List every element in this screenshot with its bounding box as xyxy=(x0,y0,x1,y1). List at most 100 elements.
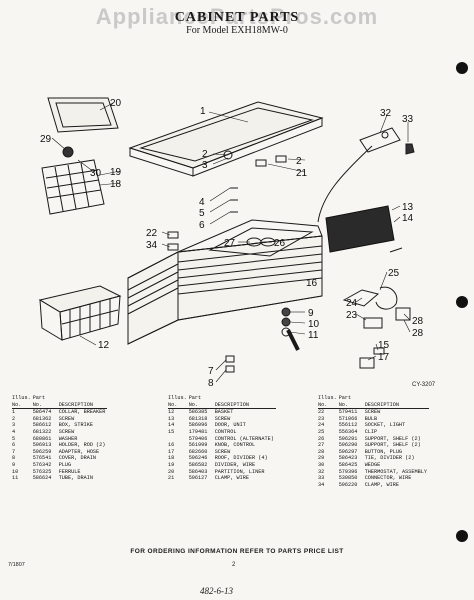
part-no-cell: 586474 xyxy=(32,409,52,416)
description-cell: BULB xyxy=(364,415,378,422)
description-cell: ADAPTER, HOSE xyxy=(58,448,100,455)
illus-no-cell: 6 xyxy=(12,442,16,449)
description-cell: KNOB, CONTROL xyxy=(214,442,256,449)
callout-30: 30 xyxy=(90,168,102,179)
illus-no-cell: 11 xyxy=(12,475,19,482)
part-no-cell: 571066 xyxy=(338,415,358,422)
col-description: DESCRIPTION xyxy=(364,395,429,410)
illus-no-cell: 34 xyxy=(318,481,325,488)
description-cell: SUPPORT, SHELF (2) xyxy=(364,435,421,442)
illus-no-cell: 5 xyxy=(12,435,16,442)
description-cell: HOLDER, ROD (2) xyxy=(58,442,106,449)
figure-reference: CY-3207 xyxy=(412,382,436,388)
parts-row: 20 586403 PARTITION, LINER xyxy=(168,469,276,476)
lid-part xyxy=(128,101,324,177)
illus-no-cell: 21 xyxy=(168,475,175,482)
callout-14: 14 xyxy=(402,213,414,224)
illus-no-cell: 1 xyxy=(12,409,16,416)
illus-no-cell: 29 xyxy=(318,455,325,462)
callout-18: 18 xyxy=(110,179,122,190)
callout-27: 27 xyxy=(224,238,236,249)
callout-24: 24 xyxy=(346,298,358,309)
col-illus-no: Illus. No. xyxy=(168,395,189,410)
illus-no-cell: 26 xyxy=(318,435,325,442)
part-no-cell: 530850 xyxy=(338,475,358,482)
illus-no-cell: 10 xyxy=(12,468,19,475)
illus-no-cell: 30 xyxy=(318,461,325,468)
callout-26: 26 xyxy=(274,238,286,249)
illus-no-cell: 17 xyxy=(168,448,175,455)
callout-16: 16 xyxy=(306,278,318,289)
handwritten-note: 482-6-13 xyxy=(200,586,233,596)
callout-34: 34 xyxy=(146,240,158,251)
description-cell: WEDGE xyxy=(364,461,381,468)
description-cell: CLIP xyxy=(364,428,378,435)
thermostat-assembly-part xyxy=(359,127,401,153)
description-cell: SCREW xyxy=(58,428,75,435)
part-no-cell: 586423 xyxy=(338,455,358,462)
col-part-no: Part No. xyxy=(188,395,215,410)
illus-no-cell: 16 xyxy=(168,442,175,449)
illus-no-cell: 13 xyxy=(168,415,175,422)
ordering-note: FOR ORDERING INFORMATION REFER TO PARTS … xyxy=(130,548,344,555)
unit-door-part xyxy=(325,205,395,253)
illus-no-cell: 28 xyxy=(318,448,325,455)
illus-no-cell: 8 xyxy=(12,455,16,462)
illus-no-cell: 23 xyxy=(318,415,325,422)
description-cell: CLAMP, WIRE xyxy=(364,481,399,488)
description-cell: COVER, DRAIN xyxy=(58,455,97,462)
part-no-cell: 586403 xyxy=(188,468,208,475)
description-cell: CONTROL (ALTERNATE) xyxy=(214,435,274,442)
description-cell: BASKET xyxy=(214,409,234,416)
part-no-cell: 596290 xyxy=(338,442,358,449)
illus-no-cell: 20 xyxy=(168,468,175,475)
callout-1: 1 xyxy=(200,106,206,117)
callout-2b: 2 xyxy=(296,156,302,167)
description-cell: BUTTON, PLUG xyxy=(364,448,403,455)
part-no-cell: 579406 xyxy=(188,435,208,442)
watermark: AppliancePartsPros.com xyxy=(95,4,379,29)
callout-3: 3 xyxy=(202,160,208,171)
description-cell: PARTITION, LINER xyxy=(214,468,265,475)
callout-32: 32 xyxy=(380,108,392,119)
part-no-cell: 586425 xyxy=(338,461,358,468)
parts-row: 30 586425 WEDGE xyxy=(318,462,429,469)
punch-hole-bottom xyxy=(456,530,468,542)
part-no-cell: 596246 xyxy=(188,455,208,462)
description-cell: DOOR, UNIT xyxy=(214,422,246,429)
callout-2: 2 xyxy=(202,149,208,160)
illus-no-cell: 7 xyxy=(12,448,16,455)
illus-no-cell: 25 xyxy=(318,428,325,435)
description-cell: CLAMP, WIRE xyxy=(214,475,249,482)
callout-9: 9 xyxy=(308,308,314,319)
part-no-cell: 556112 xyxy=(338,422,358,429)
parts-row: 29 586423 TIE, DIVIDER (2) xyxy=(318,455,429,462)
callout-12: 12 xyxy=(98,340,110,351)
description-cell: TUBE, DRAIN xyxy=(58,475,93,482)
part-no-cell: 596220 xyxy=(338,481,358,488)
description-cell: DIVIDER, WIRE xyxy=(214,461,256,468)
parts-row: 579406 CONTROL (ALTERNATE) xyxy=(168,436,276,443)
description-cell: BOX, STRIKE xyxy=(58,422,93,429)
description-cell: TIE, DIVIDER (2) xyxy=(364,455,415,462)
description-cell: ROOF, DIVIDER (4) xyxy=(214,455,268,462)
part-no-cell: 681362 xyxy=(32,415,52,422)
illus-no-cell: 4 xyxy=(12,428,16,435)
illus-no-cell: 15 xyxy=(168,428,175,435)
col-description: DESCRIPTION xyxy=(58,395,108,410)
illus-no-cell: 19 xyxy=(168,461,175,468)
